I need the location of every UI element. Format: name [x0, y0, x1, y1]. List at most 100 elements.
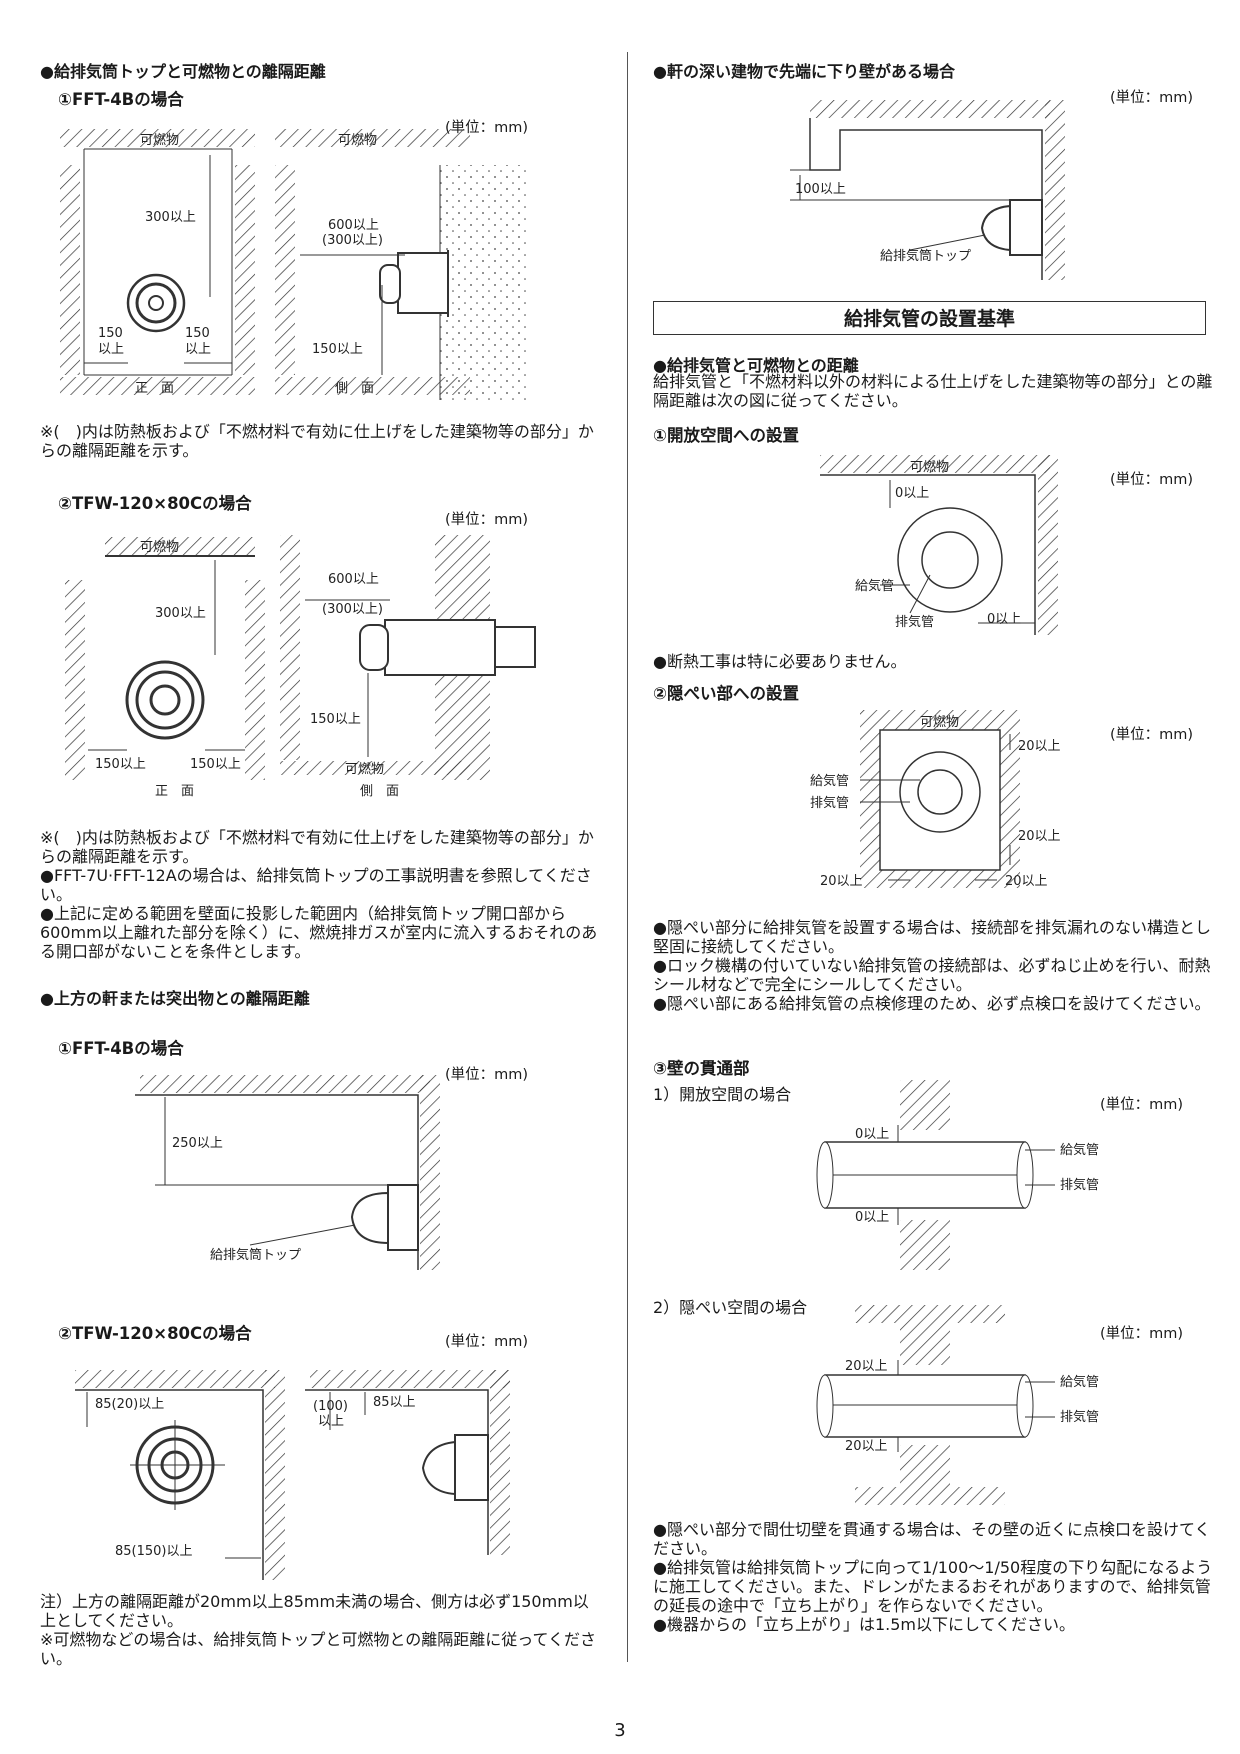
d20-top-label: 20以上 — [845, 1359, 888, 1374]
pipe-distance-text: 給排気管と「不燃材料以外の材料による仕上げをした建築物等の部分」との離隔距離は次… — [653, 372, 1213, 410]
diagram-wall-open: 0以上 給気管 排気管 0以上 — [816, 1080, 1099, 1270]
d85-label: 85(20)以上 — [95, 1397, 164, 1412]
d100-label: (100) — [313, 1399, 348, 1414]
combustible-side-label: 可燃物 — [338, 132, 377, 148]
combustible-label: 可燃物 — [140, 132, 179, 148]
unit-label: (単位：mm) — [1110, 727, 1194, 743]
notes-tfw120: ※( )内は防熱板および「不燃材料で有効に仕上げをした建築物等の部分」からの離隔… — [40, 828, 600, 961]
note-item: ●ロック機構の付いていない給排気管の接続部は、必ずねじ止めを行い、耐熱シール材な… — [653, 956, 1211, 994]
d100-label: 100以上 — [795, 182, 846, 197]
subheading-fft4b-eaves: ①FFT-4Bの場合 — [58, 1039, 184, 1058]
notes-wall: ●隠ぺい部分で間仕切壁を貫通する場合は、その壁の近くに点検口を設けてください。 … — [653, 1520, 1213, 1634]
note-open-space: ●断熱工事は特に必要ありません。 — [653, 652, 907, 671]
subheading-open-space: ①開放空間への設置 — [653, 426, 799, 445]
supply-label: 給気管 — [810, 773, 849, 789]
note-item: ●隠ぺい部分で間仕切壁を貫通する場合は、その壁の近くに点検口を設けてください。 — [653, 1520, 1211, 1558]
diagram-eaves-fft4b: 250以上 給排気筒トップ — [135, 1075, 440, 1270]
d600-label: 600以上 — [328, 218, 379, 233]
combustible-label: 可燃物 — [920, 714, 959, 730]
heading-deep-eaves: ●軒の深い建物で先端に下り壁がある場合 — [653, 62, 955, 81]
d20-bottom-label: 20以上 — [1005, 874, 1048, 889]
d85c-label: 85以上 — [373, 1395, 416, 1410]
supply-label: 給気管 — [855, 578, 894, 594]
unit-label: (単位：mm) — [1100, 1097, 1184, 1113]
d300p-label: (300以上) — [322, 602, 383, 617]
d85b-label: 85(150)以上 — [115, 1544, 193, 1559]
diagram-fft4b-clearance: 可燃物 300以上 150 以上 150 以上 正 面 600以上 (300以上… — [60, 129, 530, 400]
zero-right-label: 0以上 — [987, 612, 1021, 627]
diagram-deep-eaves: 100以上 給排気筒トップ — [790, 100, 1065, 280]
d150-right-label: 150 — [185, 326, 210, 341]
case-open: 1）開放空間の場合 — [653, 1085, 792, 1104]
note-item: ●上記に定める範囲を壁面に投影した範囲内（給排気筒トップ開口部から600mm以上… — [40, 904, 598, 961]
supply-label: 給気管 — [1060, 1142, 1099, 1158]
unit-label: (単位：mm) — [445, 1334, 529, 1350]
ijou-right-label: 以上 — [185, 342, 211, 357]
ijou-left-label: 以上 — [98, 342, 124, 357]
exhaust-label: 排気管 — [895, 614, 934, 630]
exhaust-label: 排気管 — [1060, 1409, 1099, 1425]
page-number: 3 — [614, 1720, 626, 1741]
d300-label: 300以上 — [145, 210, 196, 225]
section-title-box: 給排気管の設置基準 — [653, 301, 1206, 335]
d250-label: 250以上 — [172, 1136, 223, 1151]
combustible-label: 可燃物 — [910, 459, 949, 475]
notes-concealed: ●隠ぺい部分に給排気管を設置する場合は、接続部を排気漏れのない構造とし堅固に接続… — [653, 918, 1213, 1013]
combustible-top-label: 可燃物 — [140, 539, 179, 555]
subheading-wall-penetration: ③壁の貫通部 — [653, 1059, 750, 1078]
d600-label: 600以上 — [328, 572, 379, 587]
note-item: ●給排気管は給排気筒トップに向って1/100～1/50程度の下り勾配になるように… — [653, 1558, 1213, 1615]
side-label: 側 面 — [360, 784, 399, 799]
note-item: ●機器からの「立ち上がり」は1.5m以下にしてください。 — [653, 1615, 1076, 1634]
note-item: ●隠ぺい部にある給排気管の点検修理のため、必ず点検口を設けてください。 — [653, 994, 1211, 1013]
diagram-tfw120-clearance: 可燃物 300以上 150以上 150以上 正 面 600以上 (300以上) … — [65, 535, 536, 799]
diagram-eaves-tfw120: 85(20)以上 85(150)以上 (100) 以上 85以上 — [75, 1370, 510, 1580]
supply-label: 給気管 — [1060, 1374, 1099, 1390]
side-label: 側 面 — [335, 381, 374, 396]
d20-top-label: 20以上 — [1018, 739, 1061, 754]
unit-label: (単位：mm) — [1110, 472, 1194, 488]
heading-pipe-distance: ●給排気管と可燃物との距離 — [653, 356, 859, 375]
diagram-open-space: 可燃物 0以上 給気管 排気管 0以上 — [820, 455, 1058, 635]
heading-eaves-clearance: ●上方の軒または突出物との離隔距離 — [40, 989, 310, 1008]
note-fft4b: ※( )内は防熱板および「不燃材料で有効に仕上げをした建築物等の部分」からの離隔… — [40, 422, 594, 460]
d300p-label: (300以上) — [322, 233, 383, 248]
subheading-tfw120-a: ②TFW-120×80Cの場合 — [58, 494, 252, 513]
d150-left-label: 150以上 — [95, 757, 146, 772]
zero-top-label: 0以上 — [895, 486, 929, 501]
d300-label: 300以上 — [155, 606, 206, 621]
note-item: ※可燃物などの場合は、給排気筒トップと可燃物との離隔距離に従ってください。 — [40, 1630, 596, 1668]
unit-label: (単位：mm) — [445, 1067, 529, 1083]
d150ijou-label: 150以上 — [312, 342, 363, 357]
d20-right-label: 20以上 — [1018, 829, 1061, 844]
zero-bottom-label: 0以上 — [855, 1210, 889, 1225]
front-label: 正 面 — [135, 381, 174, 396]
note-item: ●FFT-7U·FFT-12Aの場合は、給排気筒トップの工事説明書を参照してくだ… — [40, 866, 592, 904]
top-label: 給排気筒トップ — [880, 248, 971, 264]
combustible-bottom-label: 可燃物 — [345, 761, 384, 777]
heading-clearance-combustible: ●給排気筒トップと可燃物との離隔距離 — [40, 62, 326, 81]
d150s-label: 150以上 — [310, 712, 361, 727]
unit-label: (単位：mm) — [1110, 90, 1194, 106]
unit-label: (単位：mm) — [1100, 1326, 1184, 1342]
subheading-tfw120-eaves: ②TFW-120×80Cの場合 — [58, 1324, 252, 1343]
diagram-concealed: 可燃物 20以上 給気管 排気管 20以上 20以上 20以上 — [810, 710, 1061, 889]
column-divider — [627, 52, 628, 1662]
note-item: 注）上方の離隔距離が20mm以上85mm未満の場合、側方は必ず150mm以上とし… — [40, 1592, 589, 1630]
note-item: ※( )内は防熱板および「不燃材料で有効に仕上げをした建築物等の部分」からの離隔… — [40, 828, 594, 866]
d150-left-label: 150 — [98, 326, 123, 341]
front-label: 正 面 — [155, 784, 194, 799]
zero-top-label: 0以上 — [855, 1127, 889, 1142]
exhaust-label: 排気管 — [1060, 1177, 1099, 1193]
note-item: ●隠ぺい部分に給排気管を設置する場合は、接続部を排気漏れのない構造とし堅固に接続… — [653, 918, 1211, 956]
diagram-wall-concealed: 20以上 給気管 排気管 20以上 — [816, 1305, 1099, 1505]
d20-left-label: 20以上 — [820, 874, 863, 889]
top-label: 給排気筒トップ — [210, 1247, 301, 1263]
subheading-fft4b: ①FFT-4Bの場合 — [58, 90, 184, 109]
case-concealed: 2）隠ぺい空間の場合 — [653, 1298, 808, 1317]
exhaust-label: 排気管 — [810, 795, 849, 811]
d20-bottom-label: 20以上 — [845, 1439, 888, 1454]
d150-right-label: 150以上 — [190, 757, 241, 772]
subheading-concealed: ②隠ぺい部への設置 — [653, 684, 799, 703]
ijou-label: 以上 — [318, 1414, 344, 1429]
